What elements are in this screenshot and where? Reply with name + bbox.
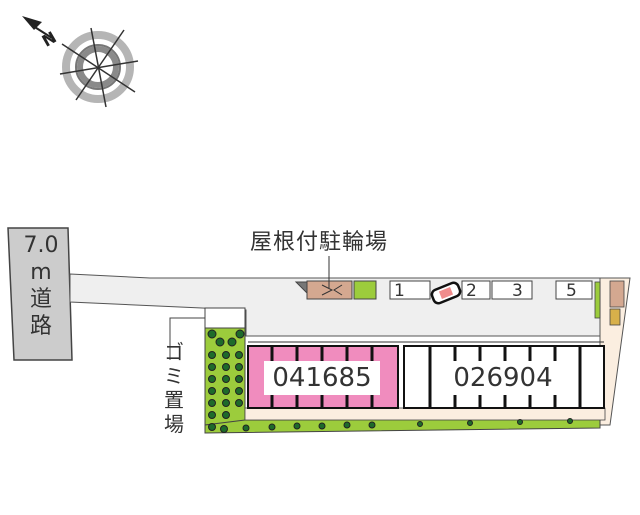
parking-space-1 <box>389 280 431 300</box>
parking-number-1: 1 <box>394 281 405 301</box>
parking-number-5: 5 <box>566 281 577 301</box>
compass: N <box>0 0 160 120</box>
bike-parking-label: 屋根付駐輪場 <box>250 230 389 255</box>
parking-number-2: 2 <box>466 281 477 301</box>
road-width: 7.0 <box>23 233 59 258</box>
parking-space-3 <box>491 280 533 300</box>
road-unit: m <box>30 260 52 285</box>
parking-space-5 <box>555 280 593 300</box>
garbage-char-3: 置 <box>164 388 184 412</box>
building-id-041685[interactable]: 041685 <box>264 361 380 395</box>
road-char-1: 道 <box>29 287 52 312</box>
garbage-area-label: ゴ ミ 置 場 <box>160 340 188 436</box>
building-id-026904[interactable]: 026904 <box>446 361 560 395</box>
garbage-char-4: 場 <box>164 412 184 436</box>
garbage-char-1: ゴ <box>164 340 184 364</box>
car-icon <box>430 281 462 305</box>
road <box>7 227 73 361</box>
garbage-char-2: ミ <box>164 364 184 388</box>
road-char-2: 路 <box>29 314 52 339</box>
north-arrow-compass-icon: N <box>22 16 139 108</box>
parking-number-3: 3 <box>512 281 523 301</box>
road-label: 7.0 m 道 路 <box>12 232 70 358</box>
parking-space-2 <box>461 280 491 300</box>
